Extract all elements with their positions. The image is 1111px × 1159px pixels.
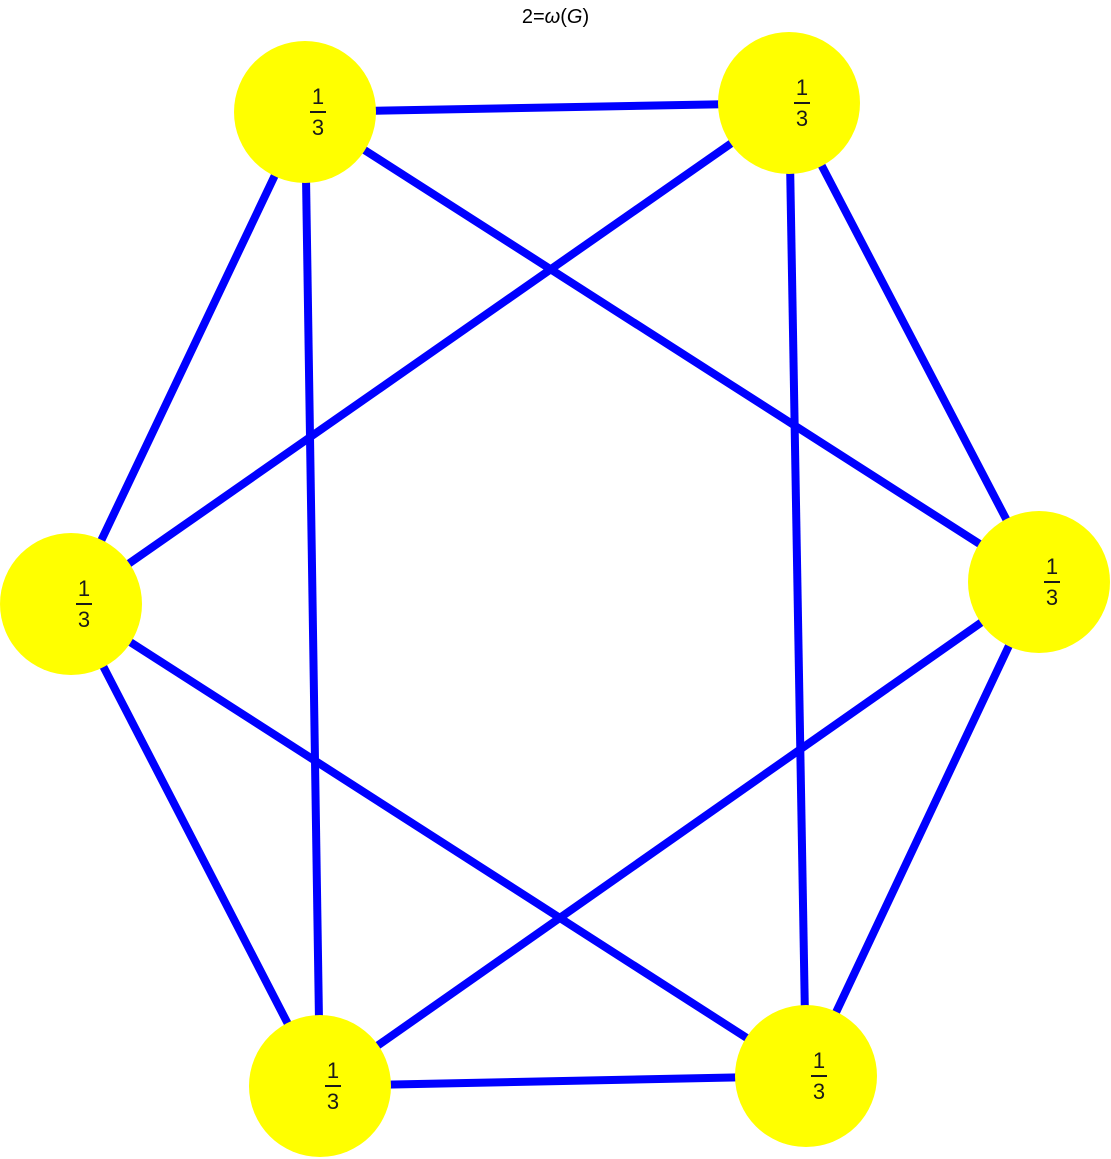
node-left: 13 xyxy=(0,533,142,675)
edge-right-bottom-right xyxy=(802,580,1043,1078)
node-circle xyxy=(968,511,1110,653)
edge-bottom-right-bottom-left xyxy=(319,1072,807,1090)
node-circle xyxy=(249,1015,391,1157)
edge-top-right-bottom-right xyxy=(785,102,810,1077)
weight-denominator: 3 xyxy=(312,115,324,140)
weight-denominator: 3 xyxy=(327,1089,339,1114)
edge-top-left-bottom-left xyxy=(301,111,324,1087)
edges-layer xyxy=(67,99,1043,1090)
weight-numerator: 1 xyxy=(312,84,324,109)
edge-bottom-right-left xyxy=(68,600,809,1080)
node-bottom-right: 13 xyxy=(735,1005,877,1147)
node-circle xyxy=(735,1005,877,1147)
edge-top-right-right xyxy=(785,101,1043,584)
node-top-left: 13 xyxy=(234,41,376,183)
weight-denominator: 3 xyxy=(1046,585,1058,610)
edge-top-left-right xyxy=(302,108,1042,586)
node-circle xyxy=(234,41,376,183)
edge-right-bottom-left xyxy=(317,578,1042,1090)
node-right: 13 xyxy=(968,511,1110,653)
title-prefix: 2= xyxy=(521,6,545,28)
graph-title: 2=ω(G) xyxy=(0,6,1111,29)
weight-denominator: 3 xyxy=(813,1079,825,1104)
weight-denominator: 3 xyxy=(78,607,90,632)
title-omega: ω xyxy=(544,6,561,28)
node-circle xyxy=(0,533,142,675)
node-top-right: 13 xyxy=(718,32,860,174)
weight-numerator: 1 xyxy=(813,1048,825,1073)
weight-numerator: 1 xyxy=(327,1058,339,1083)
weight-denominator: 3 xyxy=(796,106,808,131)
weight-numerator: 1 xyxy=(78,576,90,601)
edge-top-left-top-right xyxy=(304,99,790,116)
weight-numerator: 1 xyxy=(1046,554,1058,579)
title-graph-symbol: G xyxy=(566,6,583,28)
edge-bottom-left-left xyxy=(67,602,324,1088)
title-open-paren: ( xyxy=(560,6,567,28)
node-circle xyxy=(718,32,860,174)
edge-top-left-left xyxy=(67,110,309,606)
node-bottom-left: 13 xyxy=(249,1015,391,1157)
weight-numerator: 1 xyxy=(796,75,808,100)
edge-top-right-left xyxy=(68,99,792,608)
title-close-paren: ) xyxy=(582,6,590,28)
